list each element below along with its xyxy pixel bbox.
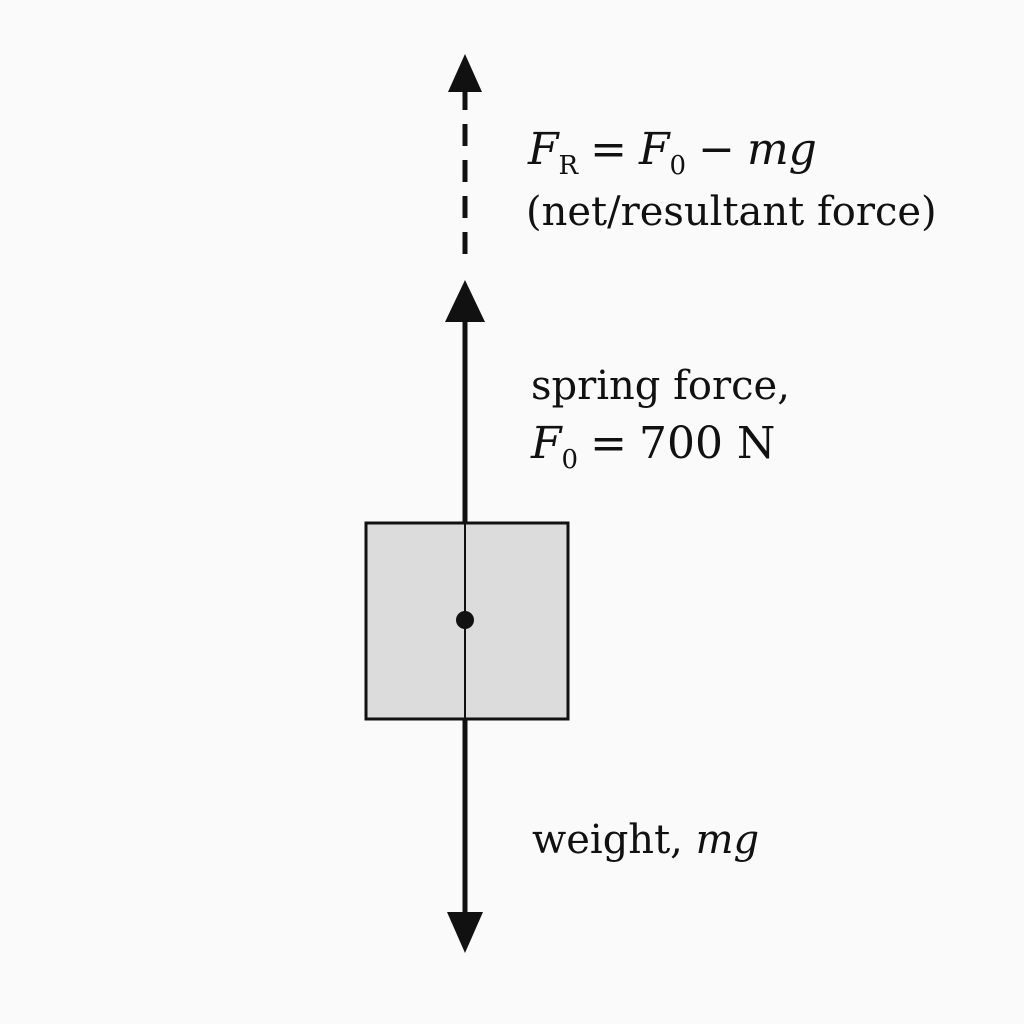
spring-subscript: 0 — [561, 445, 579, 475]
spring-symbol: F — [531, 418, 562, 469]
resultant-equals: = — [590, 124, 627, 175]
resultant-force-equation: FR=F0−mg — [528, 128, 817, 180]
resultant-force-arrowhead — [448, 54, 482, 92]
spring-force-label: spring force, — [531, 363, 790, 409]
center-of-mass-dot — [456, 611, 474, 629]
spring-force-equation: F0=700 N — [531, 422, 775, 474]
weight-term: mg — [695, 817, 760, 863]
spring-value: 700 N — [638, 418, 776, 469]
resultant-rhs-term: mg — [746, 124, 817, 175]
spring-force-arrowhead — [445, 280, 485, 322]
weight-label: weight, mg — [532, 820, 759, 860]
resultant-minus: − — [698, 124, 735, 175]
resultant-rhs-symbol: F — [638, 124, 670, 175]
weight-text: weight, — [532, 817, 683, 863]
resultant-force-description: (net/resultant force) — [526, 189, 937, 235]
resultant-rhs-subscript: 0 — [669, 151, 687, 181]
resultant-symbol: F — [528, 124, 559, 175]
weight-arrowhead — [447, 912, 483, 953]
resultant-subscript: R — [558, 151, 579, 181]
spring-equals: = — [590, 418, 627, 469]
